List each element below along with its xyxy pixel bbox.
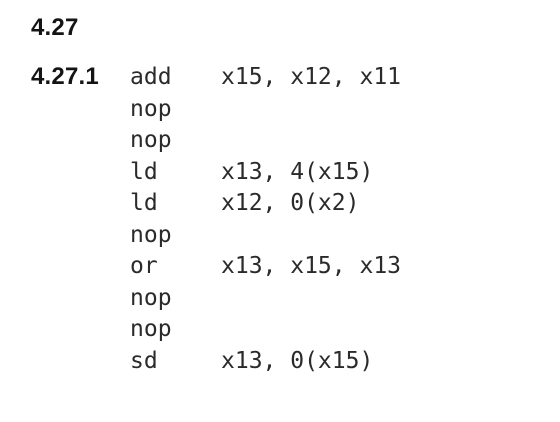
instruction-mnemonic: nop xyxy=(130,127,172,153)
code-line: nop xyxy=(130,220,401,252)
instruction-mnemonic: add xyxy=(130,64,172,90)
subsection-number: 4.27.1 xyxy=(31,63,99,90)
instruction-mnemonic: nop xyxy=(130,221,172,248)
instruction-operands: x13, x15, x13 xyxy=(221,253,402,279)
code-line: or x13, x15, x13 xyxy=(130,251,401,283)
instruction-mnemonic: nop xyxy=(130,284,172,311)
section-number: 4.27 xyxy=(31,14,79,41)
instruction-mnemonic: sd xyxy=(130,347,158,374)
assembly-code-listing: add x15, x12, x11 nop nop ld x13, 4(x15) l… xyxy=(130,62,401,377)
instruction-mnemonic: ld xyxy=(130,190,158,216)
instruction-operands: x13, 0(x15) xyxy=(221,347,374,374)
instruction-operands: x12, 0(x2) xyxy=(221,190,360,216)
code-line: ld x12, 0(x2) xyxy=(130,188,401,220)
instruction-mnemonic: nop xyxy=(130,316,172,342)
code-line: nop xyxy=(130,125,401,157)
code-line: ld x13, 4(x15) xyxy=(130,157,401,189)
instruction-mnemonic: nop xyxy=(130,95,172,122)
instruction-mnemonic: or xyxy=(130,253,158,279)
code-line: nop xyxy=(130,314,401,346)
instruction-operands: x13, 4(x15) xyxy=(221,158,374,185)
code-line: nop xyxy=(130,283,401,315)
instruction-mnemonic: ld xyxy=(130,158,158,185)
code-line: add x15, x12, x11 xyxy=(130,62,401,94)
code-line: sd x13, 0(x15) xyxy=(130,346,401,378)
code-line: nop xyxy=(130,94,401,126)
instruction-operands: x15, x12, x11 xyxy=(221,64,402,90)
